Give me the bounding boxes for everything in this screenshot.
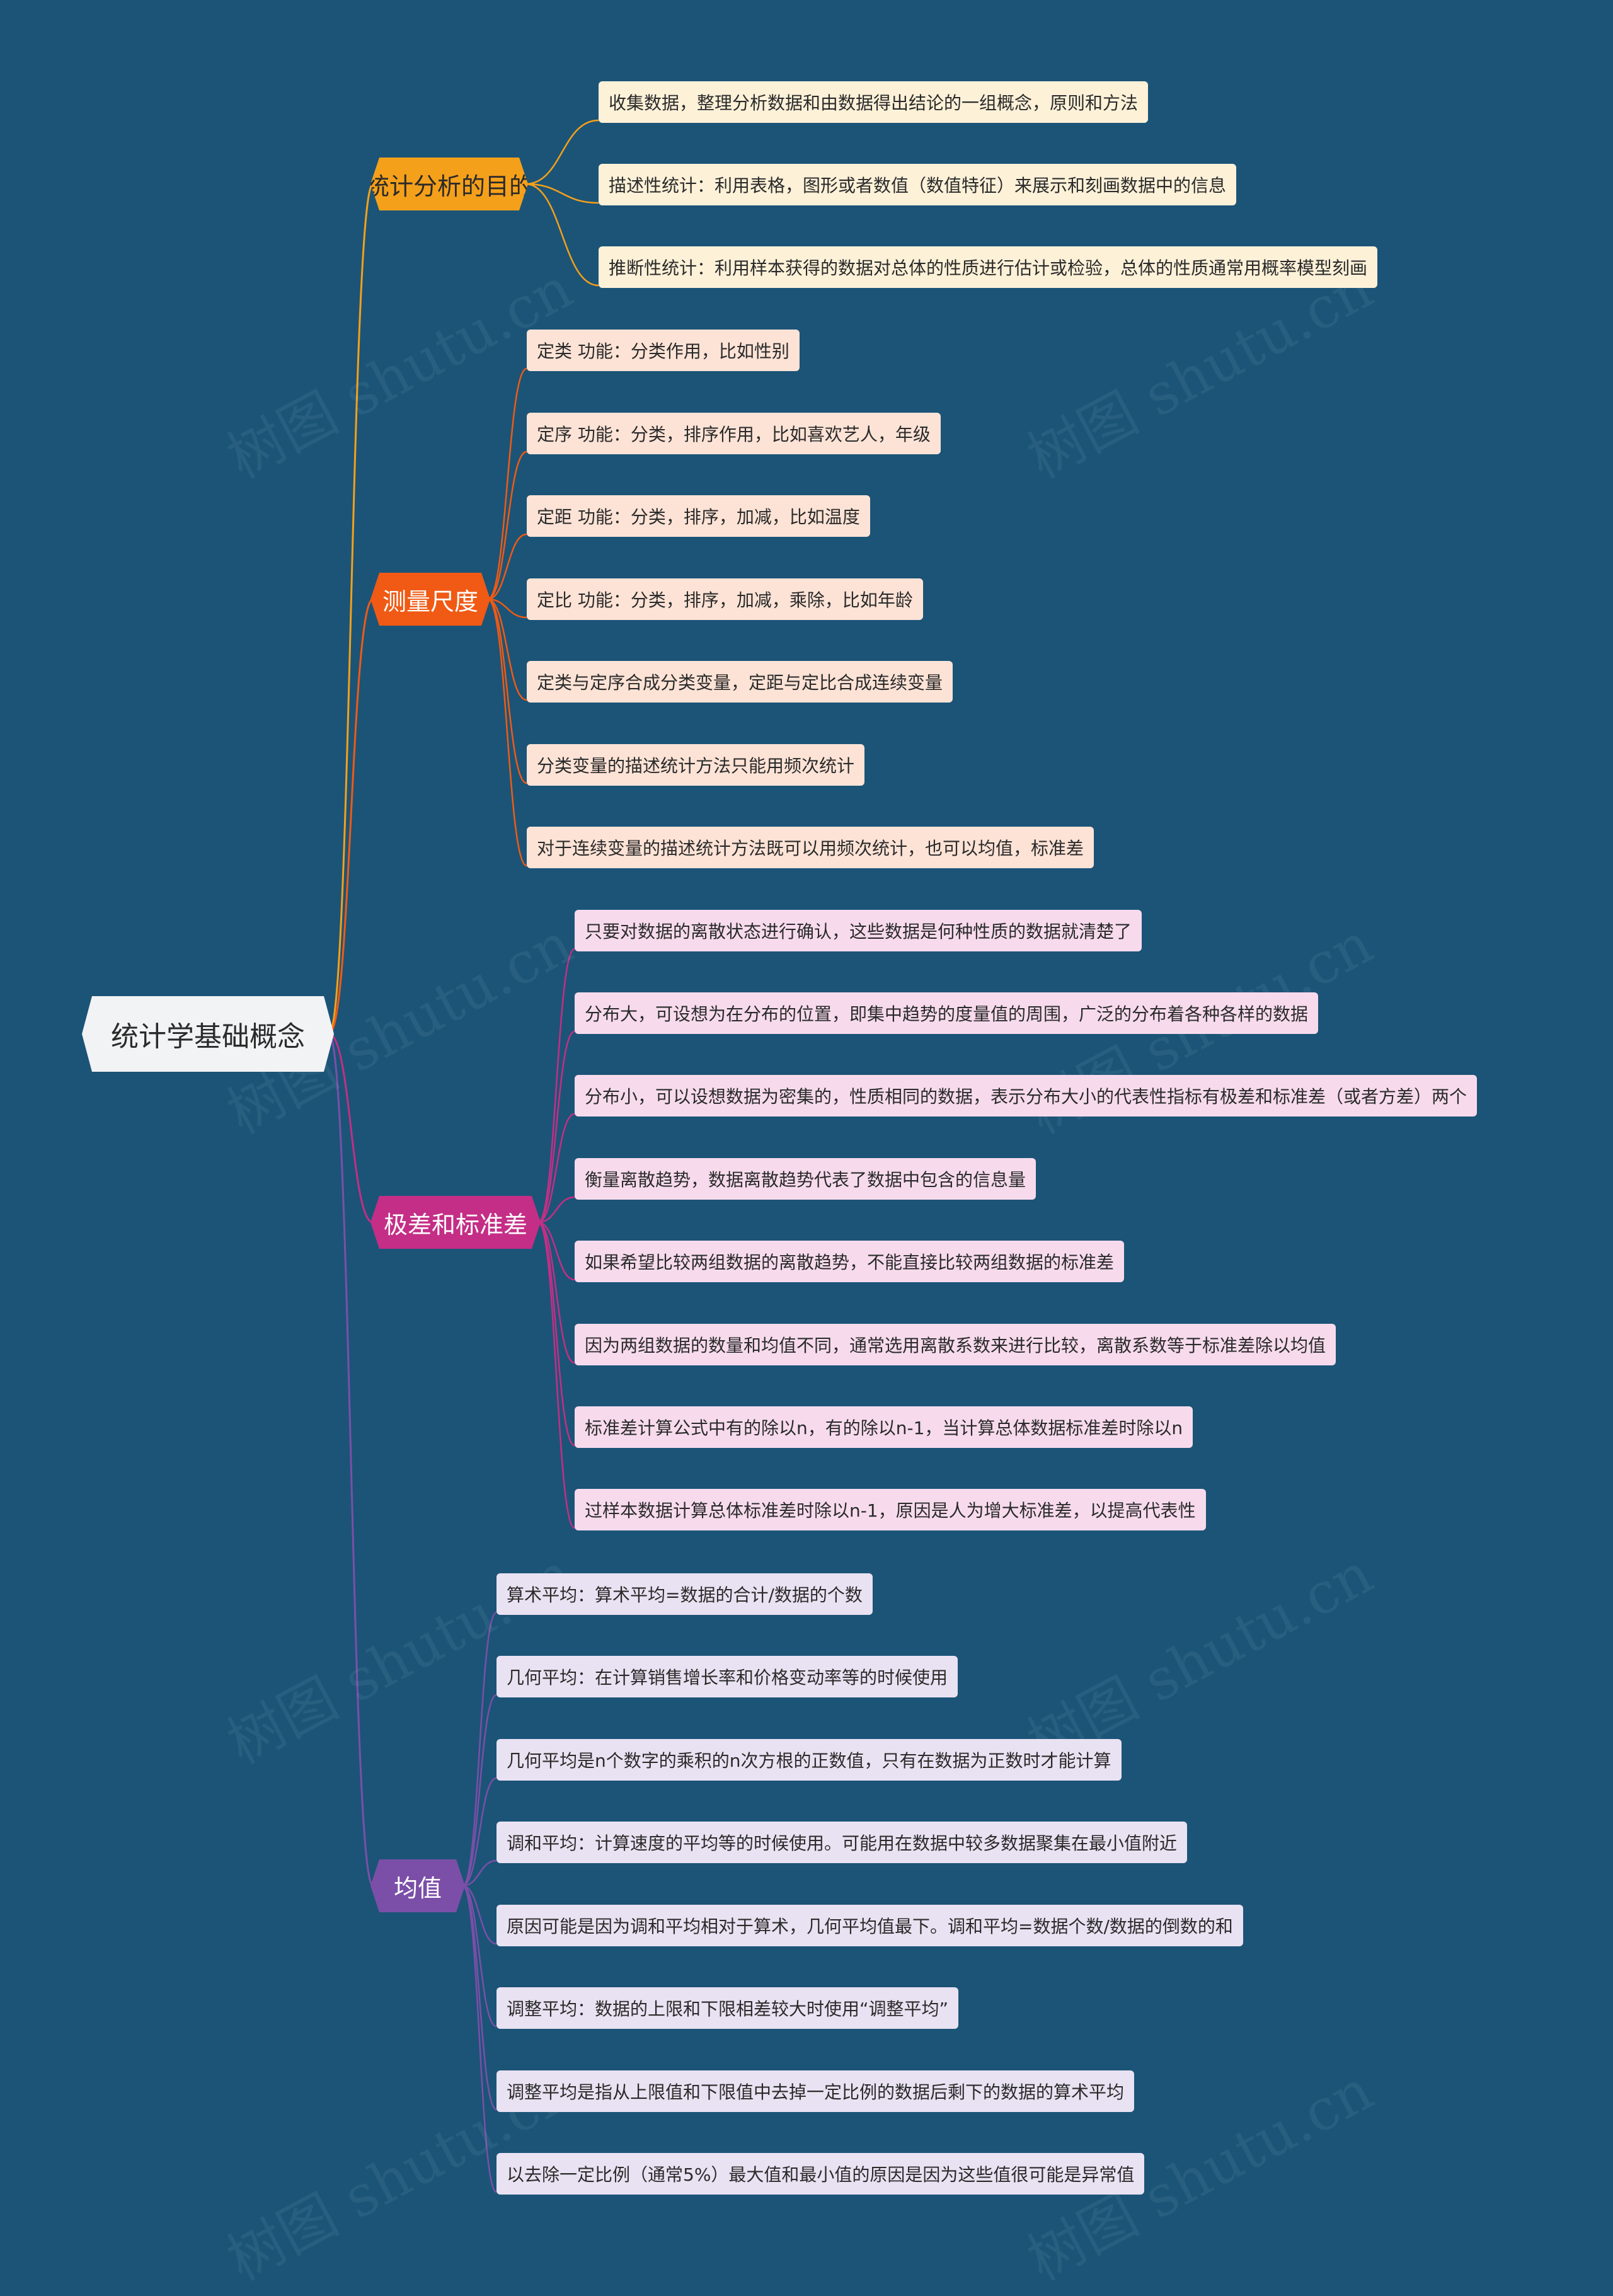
branch-leaf-connector xyxy=(487,451,527,600)
root-topic[interactable]: 统计学基础概念 xyxy=(82,996,334,1072)
leaf-b2-5[interactable]: 定类与定序合成分类变量，定距与定比合成连续变量 xyxy=(527,661,953,703)
leaf-b1-3[interactable]: 推断性统计：利用样本获得的数据对总体的性质进行估计或检验，总体的性质通常用概率模… xyxy=(599,246,1378,288)
leaf-b3-1[interactable]: 只要对数据的离散状态进行确认，这些数据是何种性质的数据就清楚了 xyxy=(575,910,1142,951)
branch-leaf-connector xyxy=(462,1885,497,2111)
branch-leaf-connector xyxy=(487,367,527,600)
leaf-b2-1[interactable]: 定类 功能：分类作用，比如性别 xyxy=(527,330,800,371)
leaf-b2-2[interactable]: 定序 功能：分类，排序作用，比如喜欢艺人，年级 xyxy=(527,413,941,454)
branch-leaf-connector xyxy=(487,598,527,784)
branch-leaf-connector xyxy=(487,598,527,619)
leaf-b4-5[interactable]: 原因可能是因为调和平均相对于算术，几何平均值最下。调和平均=数据个数/数据的倒数… xyxy=(497,1905,1243,1946)
leaf-b4-3[interactable]: 几何平均是n个数字的乘积的n次方根的正数值，只有在数据为正数时才能计算 xyxy=(497,1739,1122,1781)
root-branch-connector xyxy=(328,598,374,1035)
branch-leaf-connector xyxy=(537,1221,575,1447)
branch-leaf-connector xyxy=(462,1859,497,1887)
leaf-b4-2[interactable]: 几何平均：在计算销售增长率和价格变动率等的时候使用 xyxy=(497,1656,958,1697)
leaf-b1-1[interactable]: 收集数据，整理分析数据和由数据得出结论的一组概念，原则和方法 xyxy=(599,81,1149,123)
branch-leaf-connector xyxy=(487,598,527,701)
branch-range-and-std[interactable]: 极差和标准差 xyxy=(370,1196,541,1249)
branch-leaf-connector xyxy=(537,1113,575,1224)
leaf-b4-7[interactable]: 调整平均是指从上限值和下限值中去掉一定比例的数据后剩下的数据的算术平均 xyxy=(497,2070,1135,2112)
branch-measurement-scale[interactable]: 测量尺度 xyxy=(370,573,490,626)
branch-leaf-connector xyxy=(462,1885,497,2028)
leaf-b3-3[interactable]: 分布小，可以设想数据为密集的，性质相同的数据，表示分布大小的代表性指标有极差和标… xyxy=(575,1075,1478,1116)
branch-leaf-connector xyxy=(487,533,527,600)
leaf-b3-5[interactable]: 如果希望比较两组数据的离散趋势，不能直接比较两组数据的标准差 xyxy=(575,1241,1125,1282)
leaf-b2-6[interactable]: 分类变量的描述统计方法只能用频次统计 xyxy=(527,744,865,786)
branch-leaf-connector xyxy=(462,1885,497,1945)
leaf-b2-3[interactable]: 定距 功能：分类，排序，加减，比如温度 xyxy=(527,495,870,537)
branch-leaf-connector xyxy=(537,1221,575,1529)
branch-leaf-connector xyxy=(487,598,527,867)
root-branch-connector xyxy=(328,183,374,1035)
branch-leaf-connector xyxy=(462,1694,497,1887)
leaf-b2-7[interactable]: 对于连续变量的描述统计方法既可以用频次统计，也可以均值，标准差 xyxy=(527,827,1094,868)
root-branch-connector xyxy=(328,1033,374,1887)
branch-leaf-connector xyxy=(462,1777,497,1887)
leaf-b3-2[interactable]: 分布大，可设想为在分布的位置，即集中趋势的度量值的周围，广泛的分布着各种各样的数… xyxy=(575,992,1319,1034)
branch-leaf-connector xyxy=(525,183,599,287)
leaf-b3-6[interactable]: 因为两组数据的数量和均值不同，通常选用离散系数来进行比较，离散系数等于标准差除以… xyxy=(575,1324,1336,1365)
branch-leaf-connector xyxy=(525,119,599,185)
branch-leaf-connector xyxy=(461,1885,498,2193)
leaf-b4-6[interactable]: 调整平均：数据的上限和下限相差较大时使用“调整平均” xyxy=(497,1987,959,2029)
leaf-b3-8[interactable]: 过样本数据计算总体标准差时除以n-1，原因是人为增大标准差，以提高代表性 xyxy=(575,1489,1206,1530)
branch-leaf-connector xyxy=(537,1196,575,1224)
leaf-b4-4[interactable]: 调和平均：计算速度的平均等的时候使用。可能用在数据中较多数据聚集在最小值附近 xyxy=(497,1822,1188,1863)
branch-mean[interactable]: 均值 xyxy=(370,1859,465,1912)
branch-leaf-connector xyxy=(537,948,575,1224)
branch-leaf-connector xyxy=(537,1030,575,1224)
leaf-b1-2[interactable]: 描述性统计：利用表格，图形或者数值（数值特征）来展示和刻画数据中的信息 xyxy=(599,164,1237,205)
leaf-b2-4[interactable]: 定比 功能：分类，排序，加减，乘除，比如年龄 xyxy=(527,578,923,620)
branch-leaf-connector xyxy=(462,1611,497,1887)
branch-leaf-connector xyxy=(537,1221,575,1281)
leaf-b3-7[interactable]: 标准差计算公式中有的除以n，有的除以n-1，当计算总体数据标准差时除以n xyxy=(575,1406,1193,1448)
leaf-b3-4[interactable]: 衡量离散趋势，数据离散趋势代表了数据中包含的信息量 xyxy=(575,1158,1036,1200)
leaf-b4-1[interactable]: 算术平均：算术平均=数据的合计/数据的个数 xyxy=(497,1573,873,1615)
leaf-b4-8[interactable]: 以去除一定比例（通常5%）最大值和最小值的原因是因为这些值很可能是异常值 xyxy=(497,2153,1145,2195)
branch-leaf-connector xyxy=(537,1221,575,1364)
root-branch-connector xyxy=(328,1033,374,1224)
branch-statistical-analysis-purpose[interactable]: 统计分析的目的 xyxy=(370,158,528,210)
branch-leaf-connector xyxy=(525,183,599,204)
